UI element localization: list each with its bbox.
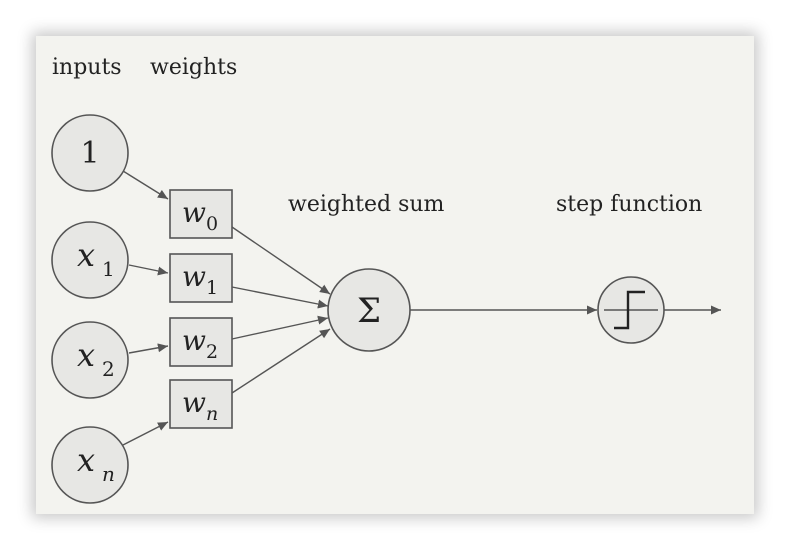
- weight-box-2: w 2: [169, 317, 233, 367]
- diagram-card: [36, 36, 754, 514]
- weight-box-0-subscript: 0: [206, 213, 218, 235]
- input-node-1-symbol: x: [77, 236, 95, 274]
- weighted-sum-node: Σ: [327, 268, 411, 352]
- edge-input-1-to-weight-1: [128, 264, 169, 276]
- input-node-n-subscript: n: [102, 462, 115, 486]
- weight-box-2-subscript: 2: [206, 341, 218, 363]
- input-node-0: 1: [51, 114, 129, 192]
- edge-weight-0-to-sum: [231, 226, 331, 295]
- input-node-2-subscript: 2: [102, 357, 115, 381]
- weight-box-n-symbol: w: [182, 386, 206, 419]
- step-function-heading: step function: [556, 192, 702, 217]
- weight-box-1: w 1: [169, 253, 233, 303]
- weight-box-1-subscript: 1: [206, 277, 218, 299]
- input-node-n: x n: [51, 426, 129, 504]
- weighted-sum-heading: weighted sum: [288, 192, 445, 217]
- edge-weight-1-to-sum: [231, 286, 329, 309]
- weight-box-n-subscript: n: [206, 403, 218, 425]
- input-node-n-symbol: x: [77, 441, 95, 479]
- input-node-2: x 2: [51, 321, 129, 399]
- weight-box-1-symbol: w: [182, 260, 206, 293]
- inputs-heading: inputs: [52, 55, 122, 80]
- step-function-icon: [604, 290, 658, 330]
- weight-box-2-symbol: w: [182, 324, 206, 357]
- input-node-0-label: 1: [80, 136, 99, 171]
- input-node-1-subscript: 1: [102, 257, 115, 281]
- weight-box-n: w n: [169, 379, 233, 429]
- edge-input-0-to-weight-0: [122, 170, 169, 200]
- edge-weight-2-to-sum: [231, 315, 329, 340]
- weights-heading: weights: [150, 55, 237, 80]
- input-node-2-symbol: x: [77, 336, 95, 374]
- sigma-symbol: Σ: [357, 291, 381, 331]
- input-node-1: x 1: [51, 221, 129, 299]
- edge-input-2-to-weight-2: [128, 343, 169, 354]
- edge-input-n-to-weight-n: [122, 421, 169, 446]
- edge-weight-n-to-sum: [231, 328, 331, 394]
- weight-box-0-symbol: w: [182, 196, 206, 229]
- step-function-node: [597, 276, 665, 344]
- weight-box-0: w 0: [169, 189, 233, 239]
